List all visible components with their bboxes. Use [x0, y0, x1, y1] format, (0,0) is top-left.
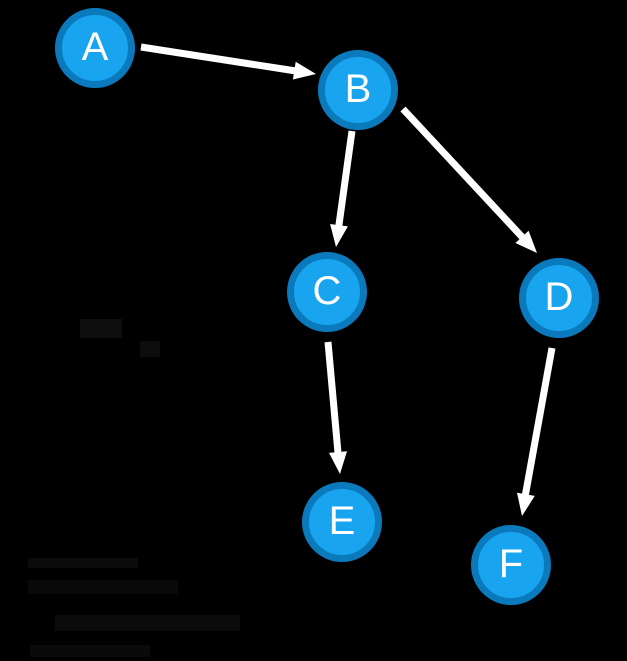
node-label: E	[328, 499, 356, 543]
node-label: F	[498, 542, 524, 586]
graph-node-A[interactable]: A	[55, 8, 135, 88]
graph-node-F[interactable]: F	[471, 525, 551, 605]
node-label: C	[312, 269, 342, 313]
arrowhead-icon	[330, 224, 348, 247]
edge-C-E	[324, 341, 347, 474]
arrowhead-icon	[329, 451, 347, 474]
graph-node-B[interactable]: B	[318, 50, 398, 130]
edge-D-F	[517, 347, 556, 516]
graph-node-D[interactable]: D	[519, 258, 599, 338]
edge-A-B	[140, 43, 316, 80]
edge-B-D	[400, 106, 537, 253]
arrowhead-icon	[515, 230, 537, 253]
edge-B-C	[330, 130, 356, 247]
arrowhead-icon	[517, 492, 535, 516]
node-label: A	[81, 25, 109, 69]
graph-node-C[interactable]: C	[287, 252, 367, 332]
graph-node-E[interactable]: E	[302, 482, 382, 562]
arrowhead-icon	[292, 61, 316, 80]
node-label: D	[544, 275, 574, 319]
node-label: B	[344, 67, 372, 111]
